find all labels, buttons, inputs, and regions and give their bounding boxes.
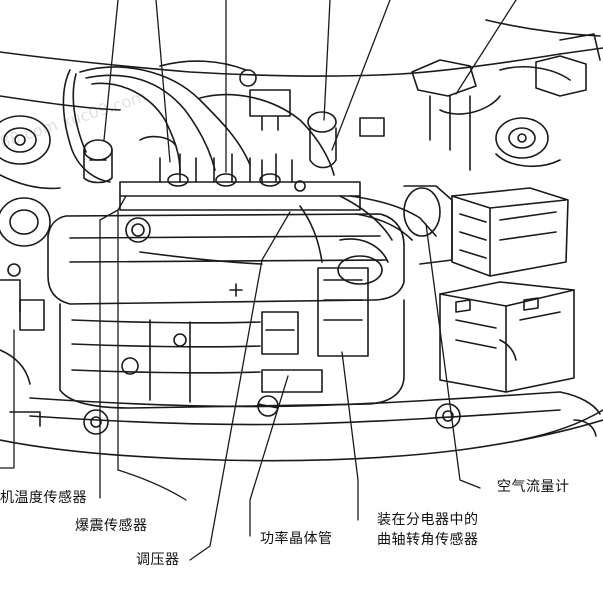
injector-rail [119, 135, 361, 211]
label-voltage-regulator: 调压器 [136, 552, 180, 568]
leader-knock [117, 195, 127, 471]
throttle-body [239, 69, 385, 169]
label-air-flow-meter: 空气流量计 [497, 479, 570, 495]
air-intake-duct [349, 185, 453, 265]
right-strut-tower [495, 117, 561, 168]
engine-block [0, 263, 405, 409]
air-cleaner-box [451, 187, 569, 277]
leader-lines [0, 0, 517, 561]
label-power-transistor: 功率晶体管 [260, 531, 333, 547]
svg-text:88.com xuc09.com: 88.com xuc09.com [0, 87, 148, 152]
left-alternator [0, 197, 51, 385]
left-strut-tower [0, 115, 61, 190]
valve-cover [47, 213, 405, 305]
leader-air-flow [425, 223, 481, 489]
battery [439, 281, 575, 393]
distributor-cap [83, 139, 113, 184]
label-crank-angle-sensor-line2: 曲轴转角传感器 [377, 532, 479, 548]
upper-right-components [411, 33, 601, 171]
spark-plug-wires [62, 60, 335, 183]
label-coolant-temp-sensor: 机温度传感器 [0, 490, 87, 506]
radiator-support [29, 391, 601, 437]
watermark: 88.com xuc09.com [0, 87, 148, 152]
leader-power-transistor [249, 375, 289, 537]
leader-regulator [189, 211, 291, 561]
label-crank-angle-sensor-line1: 装在分电器中的 [377, 512, 479, 528]
leader-crank-angle [341, 351, 359, 521]
label-knock-sensor: 爆震传感器 [75, 518, 148, 534]
